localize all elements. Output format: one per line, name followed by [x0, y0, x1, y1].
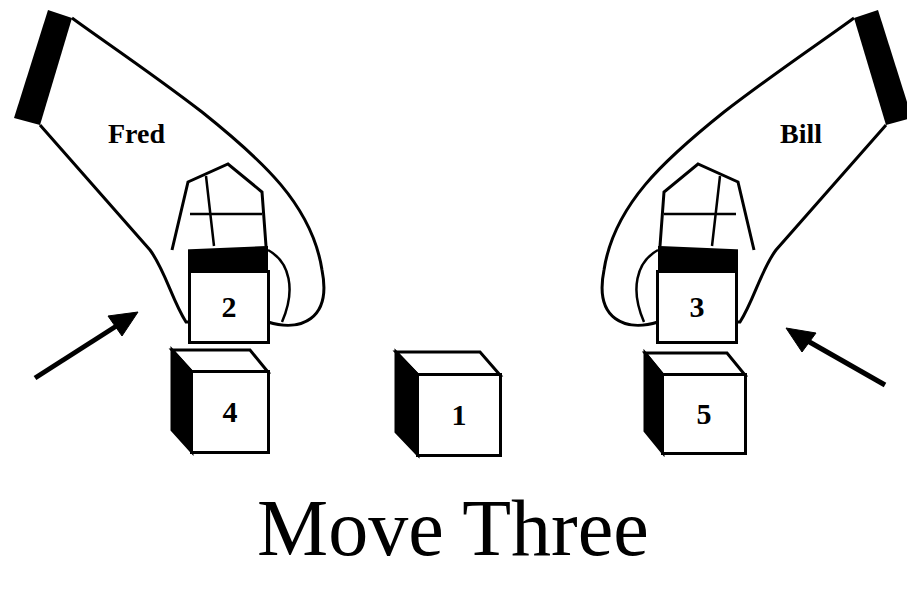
- hand-name: Bill: [780, 120, 822, 148]
- block-number: 3: [690, 292, 705, 322]
- number-block: 1: [416, 373, 502, 457]
- number-block: 4: [190, 370, 270, 454]
- number-block: 5: [661, 373, 747, 455]
- block-number: 1: [452, 400, 467, 430]
- block-number: 4: [223, 397, 238, 427]
- bill-hand: [602, 10, 907, 325]
- block-number: 2: [222, 292, 237, 322]
- hand-name: Fred: [108, 120, 165, 148]
- block-number: 5: [697, 399, 712, 429]
- number-block: 2: [188, 270, 270, 344]
- fred-hand: [14, 10, 324, 325]
- caption: Move Three: [257, 488, 649, 568]
- number-block: 3: [656, 270, 738, 344]
